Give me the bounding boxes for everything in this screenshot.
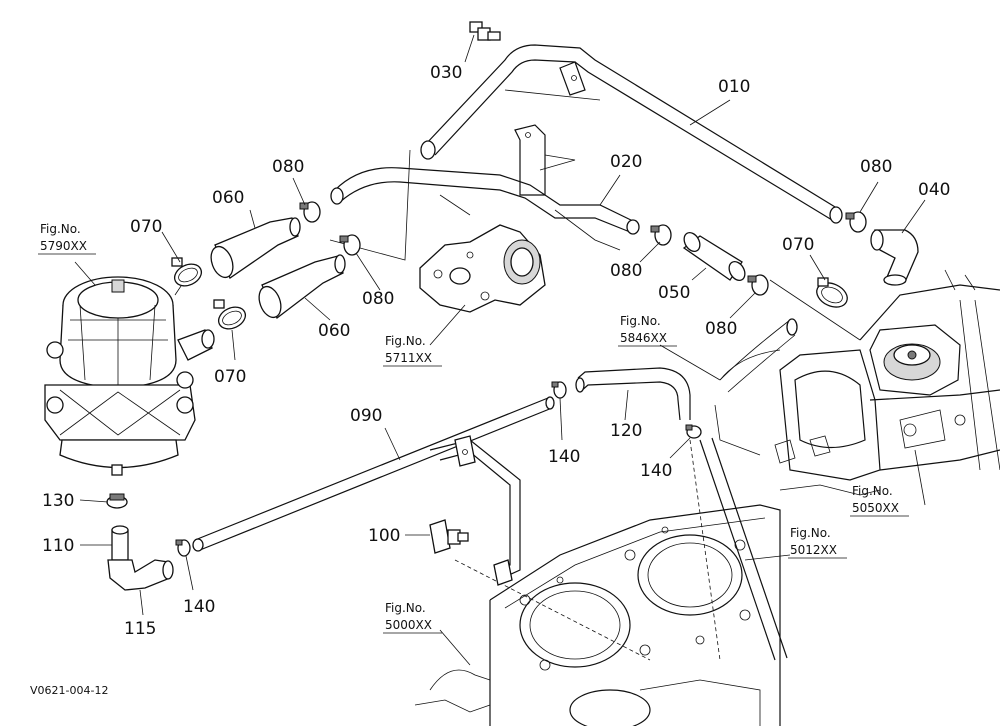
clamp-140-b <box>685 424 702 439</box>
callout-140-c: 140 <box>183 597 215 617</box>
drawing-code: V0621-004-12 <box>30 684 108 697</box>
pipe-010 <box>420 44 843 224</box>
clamp-140-c <box>175 539 191 557</box>
hose-120 <box>575 367 691 421</box>
breather-assembly <box>44 276 215 476</box>
fig-5790-number: 5790XX <box>40 239 87 253</box>
callout-140-a: 140 <box>548 447 580 467</box>
sensor-100 <box>429 519 469 554</box>
fig-5790-label: Fig.No. <box>40 222 81 236</box>
fitting-110 <box>111 525 129 561</box>
hose-050 <box>682 232 746 281</box>
callout-060-lower: 060 <box>318 321 350 341</box>
fig-5050-label: Fig.No. <box>852 484 893 498</box>
callout-010: 010 <box>718 77 750 97</box>
fig-5012-number: 5012XX <box>790 543 837 557</box>
elbow-115 <box>107 559 174 591</box>
clamp-080-c <box>650 224 672 246</box>
callout-030: 030 <box>430 63 462 83</box>
clamp-070-b <box>213 299 247 330</box>
fig-5711-label: Fig.No. <box>385 334 426 348</box>
callout-020: 020 <box>610 152 642 172</box>
callout-080-a: 080 <box>272 157 304 177</box>
callout-070-b: 070 <box>214 367 246 387</box>
clamp-080-e <box>747 274 769 296</box>
callout-080-d: 080 <box>860 157 892 177</box>
callout-080-c: 080 <box>610 261 642 281</box>
pipe-020 <box>330 124 640 235</box>
fig-5000-number: 5000XX <box>385 618 432 632</box>
callout-140-b: 140 <box>640 461 672 481</box>
hose-060-lower <box>258 254 346 320</box>
figure-references: Fig.No. 5790XX Fig.No. 5711XX Fig.No. 58… <box>38 222 909 634</box>
callout-090: 090 <box>350 406 382 426</box>
callout-060-upper: 060 <box>212 188 244 208</box>
engine-right-assembly <box>714 269 1000 496</box>
callout-leaders <box>74 34 926 666</box>
pipe-090 <box>192 396 555 586</box>
thermostat-flange <box>419 224 546 313</box>
callout-100: 100 <box>368 526 400 546</box>
clamp-070-c <box>816 277 848 308</box>
clamp-080-b <box>339 234 361 256</box>
callout-050: 050 <box>658 283 690 303</box>
callout-130: 130 <box>42 491 74 511</box>
elbow-hose-040 <box>870 229 919 286</box>
clamp-080-d <box>845 211 867 233</box>
fig-5846-label: Fig.No. <box>620 314 661 328</box>
callout-110: 110 <box>42 536 74 556</box>
engine-block <box>414 504 781 726</box>
hose-060-upper <box>210 217 301 279</box>
callout-labels: 010 020 030 040 050 060 060 070 070 070 … <box>42 63 950 639</box>
fitting-130 <box>106 493 128 509</box>
fig-5000-label: Fig.No. <box>385 601 426 615</box>
callout-120: 120 <box>610 421 642 441</box>
guide-tube <box>699 318 798 661</box>
plug-030 <box>469 21 501 41</box>
fig-5711-number: 5711XX <box>385 351 432 365</box>
clamp-080-a <box>299 201 321 223</box>
callout-040: 040 <box>918 180 950 200</box>
callout-080-e: 080 <box>705 319 737 339</box>
fig-5012-label: Fig.No. <box>790 526 831 540</box>
callout-080-b: 080 <box>362 289 394 309</box>
callout-070-a: 070 <box>130 217 162 237</box>
clamp-140-a <box>551 381 567 399</box>
callout-070-c: 070 <box>782 235 814 255</box>
fig-5846-number: 5846XX <box>620 331 667 345</box>
clamp-070-a <box>171 257 203 287</box>
fig-5050-number: 5050XX <box>852 501 899 515</box>
callout-115: 115 <box>124 619 156 639</box>
